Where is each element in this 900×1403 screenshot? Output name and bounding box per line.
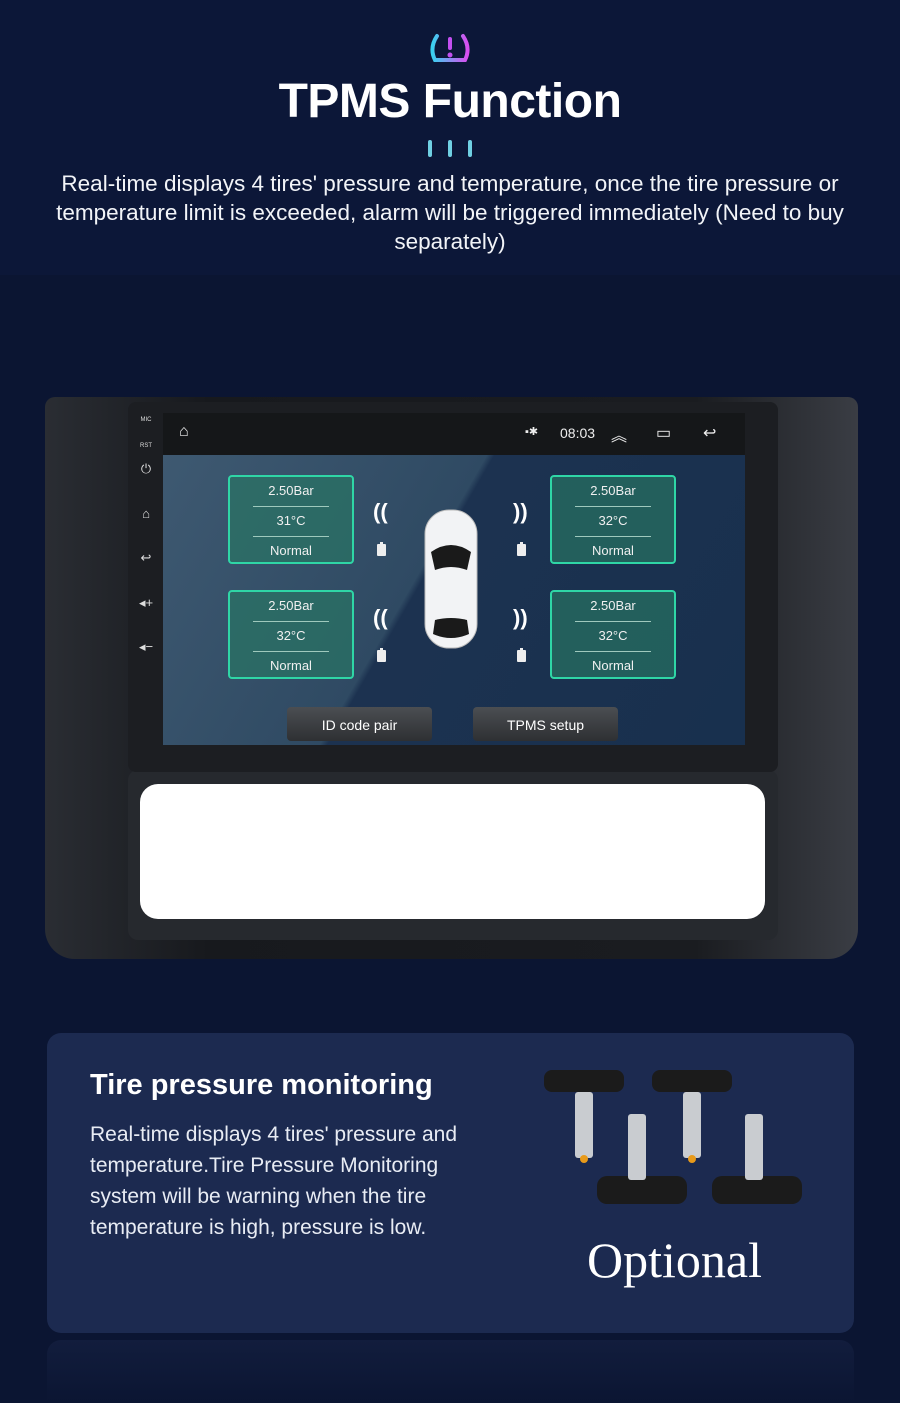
title-divider (428, 140, 472, 158)
panel-reflection (47, 1340, 854, 1403)
car-top-view-icon (424, 509, 478, 649)
panel-body: Real-time displays 4 tires' pressure and… (90, 1123, 457, 1239)
tpms-screen: ⌂ ▪✱ 08:03 ︽ ▭ ↩ 2.50Bar 31°C Normal 2.50B… (163, 413, 745, 745)
status: Normal (592, 658, 634, 673)
temperature: 32°C (598, 628, 628, 643)
volume-up-icon[interactable]: ◂+ (138, 595, 154, 610)
temperature: 31°C (276, 513, 306, 528)
clock: 08:03 (560, 425, 596, 441)
battery-icon (377, 648, 386, 662)
home-icon[interactable]: ⌂ (179, 423, 189, 440)
tire-card-rear-right: 2.50Bar 32°C Normal (550, 590, 676, 679)
signal-icon: )) (513, 499, 528, 524)
signal-icon: (( (373, 499, 388, 524)
battery-icon (517, 648, 526, 662)
page-title: TPMS Function (278, 75, 622, 128)
climate-panel (140, 784, 765, 919)
status-bar: ⌂ ▪✱ 08:03 ︽ ▭ ↩ (163, 413, 745, 455)
tpms-warning-icon (430, 34, 470, 62)
temperature: 32°C (276, 628, 306, 643)
page-subtitle: Real-time displays 4 tires' pressure and… (56, 171, 844, 254)
id-code-pair-button[interactable]: ID code pair (287, 707, 432, 741)
panel-heading: Tire pressure monitoring (90, 1069, 433, 1101)
tire-card-rear-left: 2.50Bar 32°C Normal (228, 590, 354, 679)
volume-down-icon[interactable]: ◂− (138, 639, 154, 654)
status: Normal (270, 543, 312, 558)
temperature: 32°C (598, 513, 628, 528)
bluetooth-icon: ▪✱ (525, 426, 539, 438)
recent-apps-icon[interactable]: ▭ (656, 425, 672, 442)
rst-label: RST (140, 443, 152, 449)
tire-card-front-left: 2.50Bar 31°C Normal (228, 475, 354, 564)
tpms-sensors-image (544, 1070, 802, 1204)
status: Normal (270, 658, 312, 673)
chevron-up-icon[interactable]: ︽ (611, 428, 628, 445)
optional-label: Optional (587, 1232, 762, 1288)
battery-icon (377, 542, 386, 556)
status: Normal (592, 543, 634, 558)
battery-icon (517, 542, 526, 556)
info-panel: Tire pressure monitoring Real-time displ… (47, 1033, 854, 1333)
mic-label: MIC (140, 417, 152, 423)
pressure: 2.50Bar (268, 483, 314, 498)
tire-card-front-right: 2.50Bar 32°C Normal (550, 475, 676, 564)
signal-icon: (( (373, 605, 388, 630)
pressure: 2.50Bar (268, 598, 314, 613)
back-icon[interactable]: ↩ (703, 425, 717, 442)
tpms-setup-button[interactable]: TPMS setup (473, 707, 618, 741)
pressure: 2.50Bar (590, 483, 636, 498)
side-buttons: MIC RST ⏻ ⌂ ↩ ◂+ ◂− (133, 415, 159, 665)
back-icon[interactable]: ↩ (140, 550, 152, 565)
home-icon[interactable]: ⌂ (142, 506, 150, 521)
power-icon[interactable]: ⏻ (140, 461, 152, 476)
signal-icon: )) (513, 605, 528, 630)
pressure: 2.50Bar (590, 598, 636, 613)
